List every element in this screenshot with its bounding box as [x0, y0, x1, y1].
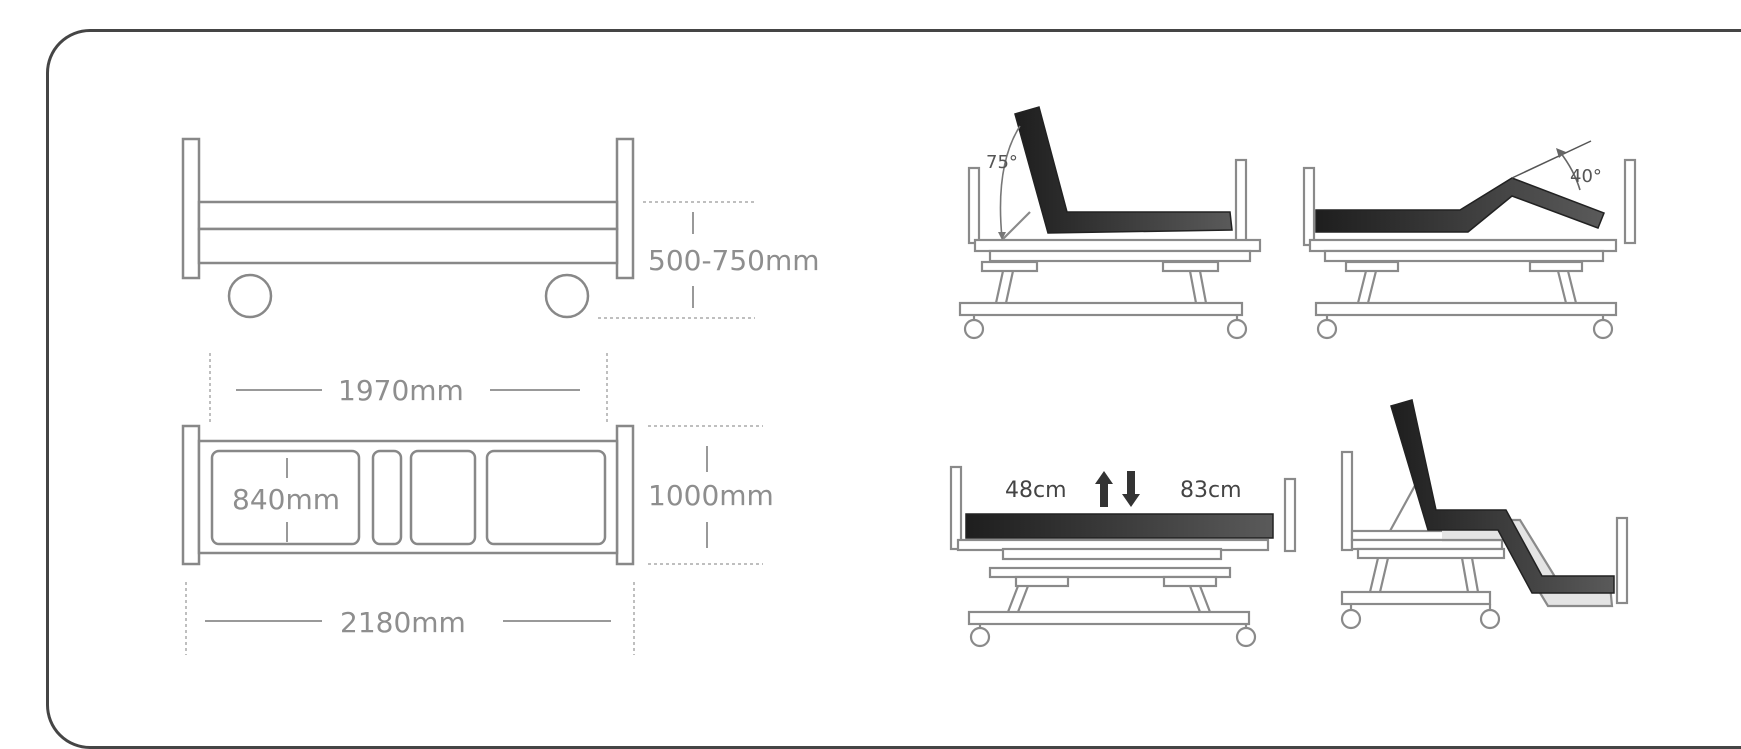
foot-post — [615, 137, 635, 280]
side-elevation-drawing — [181, 137, 635, 319]
inner-width-label: 840mm — [232, 483, 340, 516]
max-height-label: 83cm — [1180, 478, 1242, 503]
head-post — [181, 137, 201, 280]
inner-length-label: 1970mm — [338, 374, 464, 407]
min-height-label: 48cm — [1005, 478, 1067, 503]
chair-position-drawing — [1340, 399, 1629, 630]
backrest-angle-label: 75° — [986, 152, 1018, 173]
height-range-label: 500-750mm — [648, 244, 820, 277]
caster-left — [227, 273, 273, 319]
total-length-guides — [185, 582, 635, 655]
height-adjust-drawing — [949, 465, 1297, 648]
bed-diagrams: 500-750mm 1970mm 840mm — [181, 106, 1637, 655]
side-rail-bottom — [197, 227, 619, 265]
caster-right — [544, 273, 590, 319]
height-guides — [598, 201, 755, 319]
bed-spec-sheet: 500-750mm 1970mm 840mm — [46, 29, 1741, 749]
side-rail-top — [197, 200, 619, 231]
total-length-label: 2180mm — [340, 606, 466, 639]
end-view-drawing — [181, 424, 635, 566]
head-height-guides — [648, 425, 763, 565]
head-height-label: 1000mm — [648, 479, 774, 512]
leg-angle-label: 40° — [1570, 166, 1602, 187]
backrest-raised-drawing — [958, 106, 1262, 340]
leg-raised-drawing — [1302, 140, 1637, 340]
